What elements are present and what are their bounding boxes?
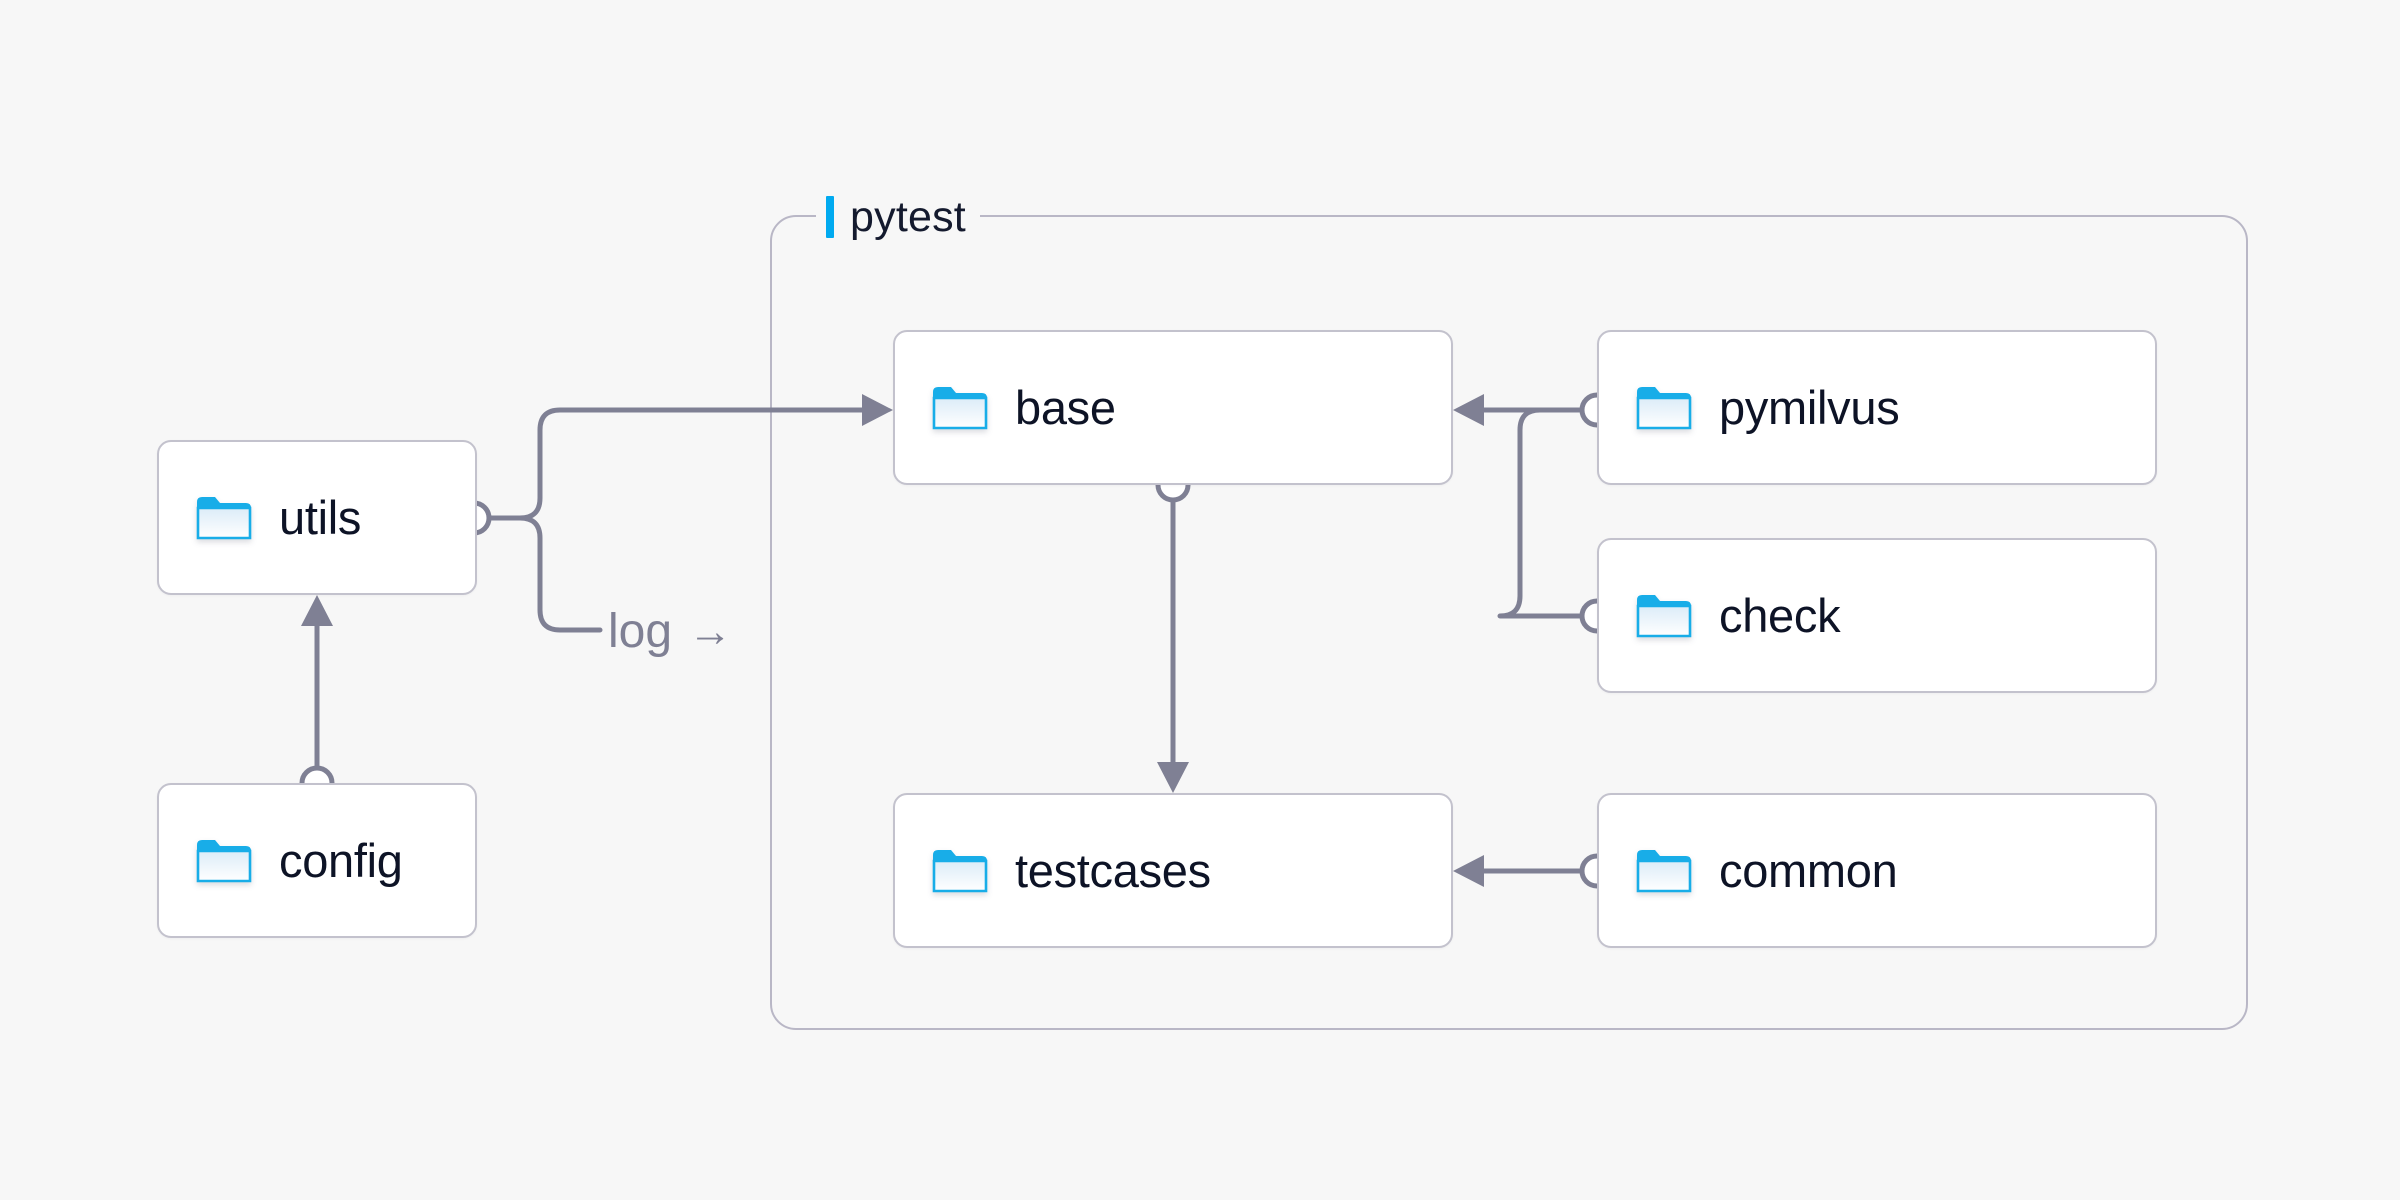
folder-icon — [1636, 594, 1692, 637]
folder-icon — [1636, 849, 1692, 892]
arrow-right-icon: → — [688, 607, 733, 656]
edge-label-log: log → — [608, 608, 732, 656]
node-label: testcases — [1015, 844, 1211, 897]
node-label: utils — [279, 491, 362, 544]
node-base[interactable]: base — [893, 330, 1453, 485]
group-label-pytest: pytest — [816, 190, 980, 244]
arrowhead-utils-bottom — [301, 595, 333, 626]
group-container-pytest[interactable] — [770, 215, 2248, 1030]
node-label: pymilvus — [1719, 381, 1900, 434]
accent-bar-icon — [826, 196, 834, 238]
node-check[interactable]: check — [1597, 538, 2157, 693]
node-config[interactable]: config — [157, 783, 477, 938]
group-title: pytest — [850, 192, 966, 241]
node-label: check — [1719, 589, 1841, 642]
node-label: config — [279, 834, 403, 887]
node-common[interactable]: common — [1597, 793, 2157, 948]
node-label: base — [1015, 381, 1116, 434]
folder-icon — [196, 839, 252, 882]
folder-icon — [1636, 386, 1692, 429]
folder-icon — [932, 386, 988, 429]
wire-utils-to-log — [487, 515, 603, 633]
folder-icon — [932, 849, 988, 892]
node-label: common — [1719, 844, 1898, 897]
node-testcases[interactable]: testcases — [893, 793, 1453, 948]
node-utils[interactable]: utils — [157, 440, 477, 595]
node-pymilvus[interactable]: pymilvus — [1597, 330, 2157, 485]
edge-label-text: log — [608, 605, 673, 658]
folder-icon — [196, 496, 252, 539]
